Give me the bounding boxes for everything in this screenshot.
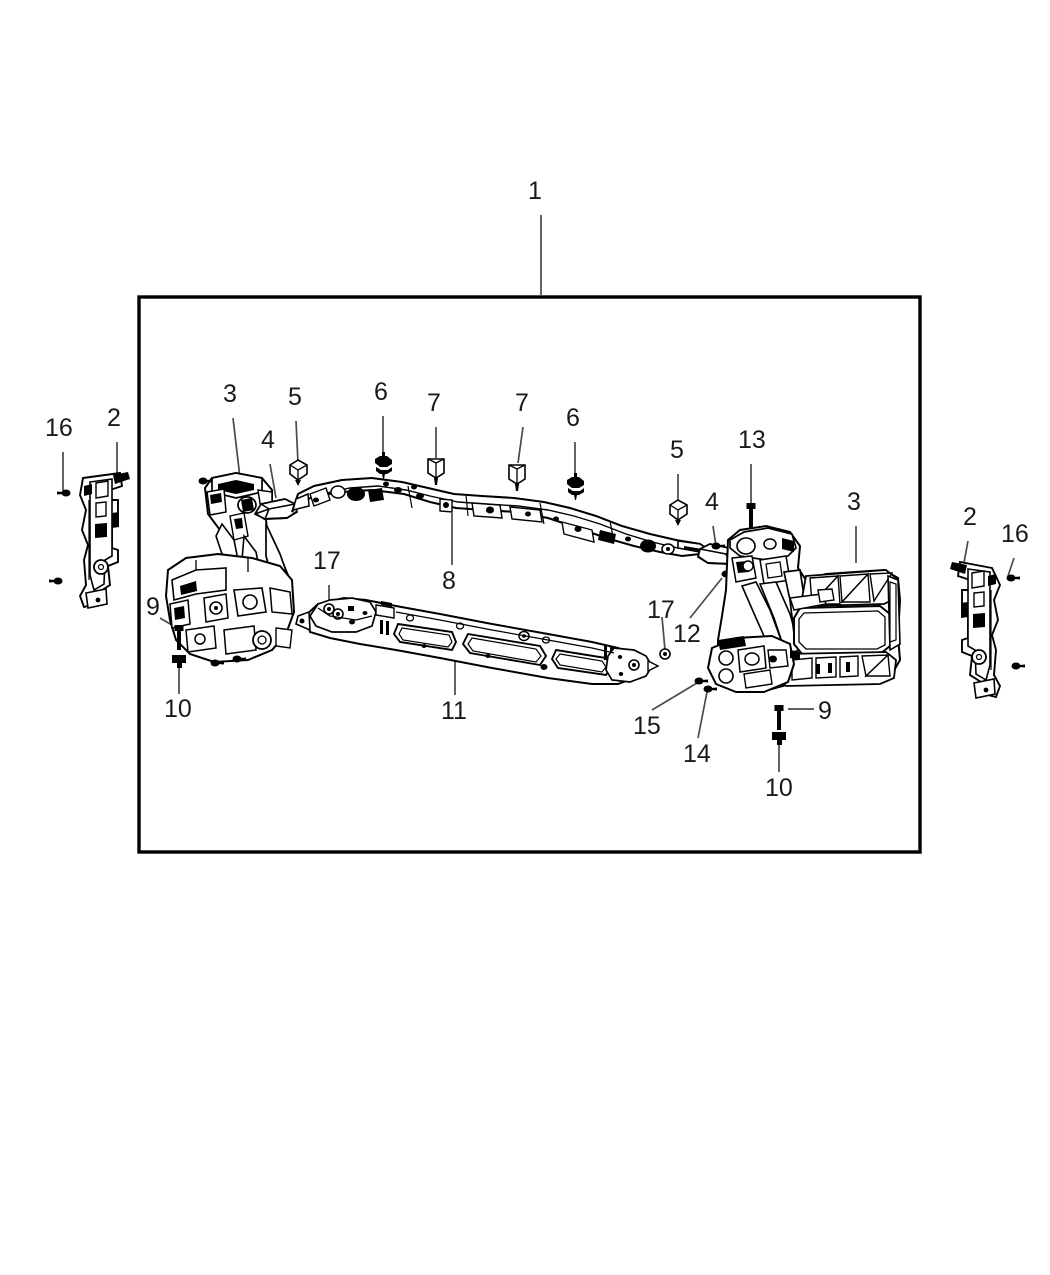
part-8-upper-crossmember [291,476,708,558]
callout-label-17-left: 17 [313,547,341,575]
callout-label-1: 1 [528,177,542,205]
part-14-small-screw [703,685,717,693]
callout-label-2-right: 2 [963,503,977,531]
part-6-left-grommet-clip [375,452,392,479]
part-11-lower-crossmember [295,596,660,685]
part-16-left-screws [49,489,71,585]
callout-label-10-right: 10 [765,774,793,802]
callout-label-2-left: 2 [107,404,121,432]
callout-label-15: 15 [633,712,661,740]
part-2-right-bracket [950,560,1002,699]
part-6-right-grommet-clip [567,473,584,500]
part-10-left-flange-nut [172,655,186,668]
part-3-left-side-member [164,471,296,667]
callout-label-5-left: 5 [288,383,302,411]
callout-label-14: 14 [683,740,711,768]
part-15-small-screw [694,677,708,685]
callout-label-6-right: 6 [566,404,580,432]
part-10-right-flange-nut [772,732,786,745]
callout-label-16-right: 16 [1001,520,1029,548]
callout-label-9-right: 9 [818,697,832,725]
callout-label-6-left: 6 [374,378,388,406]
callout-label-3-right: 3 [847,488,861,516]
part-7-right-push-pin-clip [508,464,526,492]
callout-label-4-right: 4 [705,488,719,516]
callout-label-3-left: 3 [223,380,237,408]
part-2-left-bracket [78,471,130,609]
leader-lines [62,215,1015,772]
callout-label-10-left: 10 [164,695,192,723]
part-16-right-screws [1006,574,1025,670]
callout-label-9-left: 9 [146,593,160,621]
part-13-shoulder-bolt [746,503,756,528]
part-17-left-flange-bolt [323,603,335,615]
part-7-left-push-pin-clip [427,458,445,486]
callout-label-11: 11 [441,697,467,725]
callout-label-12: 12 [673,620,701,648]
callout-label-16-left: 16 [45,414,73,442]
callout-label-7-left: 7 [427,389,441,417]
part-9-right-stud-bolt [774,705,784,730]
callout-label-13: 13 [738,426,766,454]
part-3-right-side-member [706,524,902,694]
part-5-left-retainer-clip [289,459,308,487]
callout-label-5-right: 5 [670,436,684,464]
callout-label-17-right: 17 [647,596,675,624]
callout-label-7-right: 7 [515,389,529,417]
part-5-right-retainer-clip [669,499,688,527]
part-17-right-flange-bolt [659,648,671,660]
callout-label-8: 8 [442,567,456,595]
assembly-outline-box [137,295,922,854]
callout-label-4-left: 4 [261,426,275,454]
